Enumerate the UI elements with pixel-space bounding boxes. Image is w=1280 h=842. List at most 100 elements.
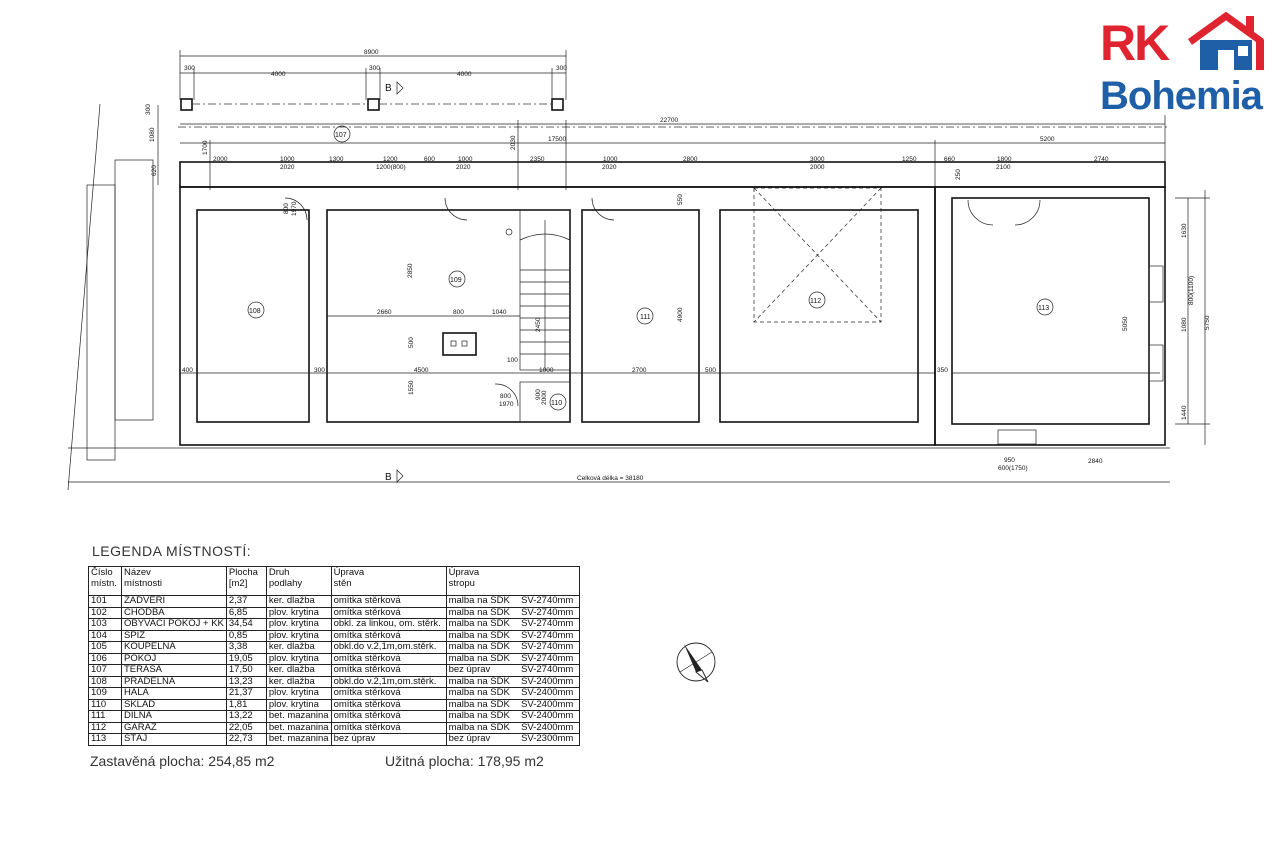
svg-text:4000: 4000 [271,71,286,78]
staircase [505,209,571,371]
table-cell: SV-2740mm [519,652,580,665]
table-cell: SV-2740mm [519,618,580,631]
table-cell: 13,22 [225,710,267,723]
svg-text:2020: 2020 [456,164,471,171]
right-dimensions [1175,190,1210,445]
table-cell: malba na SDK [445,629,520,642]
svg-text:113: 113 [1038,305,1049,312]
svg-text:350: 350 [937,367,948,374]
table-cell: 3,38 [225,641,267,654]
table-cell: malba na SDK [445,698,520,711]
svg-text:107: 107 [335,132,347,139]
table-cell: CHODBA [121,606,227,619]
section-marks: B B [385,81,404,483]
svg-text:17500: 17500 [548,136,566,143]
svg-text:300: 300 [184,65,195,72]
table-cell: GARÁŽ [121,721,227,734]
svg-text:B: B [385,83,392,94]
svg-text:111: 111 [640,314,651,321]
table-cell: omítka stěrková [330,629,447,642]
table-cell: SV-2400mm [519,687,580,700]
table-cell: bez úprav [330,733,447,746]
table-cell: 102 [88,606,122,619]
table-cell: SV-2740mm [519,664,580,677]
rk-bohemia-logo: RK Bohemia [1098,12,1274,122]
table-cell: 109 [88,687,122,700]
svg-text:800(1100): 800(1100) [1188,276,1195,305]
table-cell: malba na SDK [445,618,520,631]
svg-text:2000: 2000 [541,390,548,405]
table-cell: bez úprav [445,664,520,677]
svg-text:1550: 1550 [408,380,415,395]
table-cell: POKOJ [121,652,227,665]
table-cell: TERASA [121,664,227,677]
table-cell: ker. dlažba [265,641,332,654]
table-cell: SV-2740mm [519,641,580,654]
table-cell: 19,05 [225,652,267,665]
svg-text:2450: 2450 [535,317,542,332]
svg-text:800: 800 [283,203,290,214]
table-cell: 101 [88,595,122,608]
svg-text:1080: 1080 [149,127,156,142]
svg-text:1970: 1970 [499,401,514,408]
svg-text:500: 500 [408,337,415,348]
svg-text:400: 400 [182,367,193,374]
floor-plan: B B 8900 300 4000 300 4000 300 22700 175… [67,49,1211,491]
svg-text:1250: 1250 [902,156,917,163]
garage-opening [753,187,882,323]
svg-text:100: 100 [507,357,518,364]
svg-text:B: B [385,472,392,483]
svg-text:1200(800): 1200(800) [376,164,406,171]
svg-text:4000: 4000 [457,71,472,78]
svg-text:3000: 3000 [810,156,825,163]
svg-text:1000: 1000 [539,367,554,374]
table-cell: obkl.do v.2,1m,om.stěrk. [330,641,447,654]
table-cell: 107 [88,664,122,677]
svg-text:2020: 2020 [602,164,617,171]
table-cell: omítka stěrková [330,664,447,677]
table-cell: DÍLNA [121,710,227,723]
svg-text:300: 300 [556,65,567,72]
svg-text:1000: 1000 [458,156,473,163]
svg-text:1630: 1630 [1181,223,1188,238]
svg-text:1200: 1200 [383,156,398,163]
table-cell: bez úprav [445,733,520,746]
svg-text:110: 110 [551,400,562,407]
svg-text:250: 250 [955,169,962,180]
svg-text:5050: 5050 [1122,316,1129,331]
table-cell: obkl. za linkou, om. stěrk. [330,618,447,631]
table-cell: KOUPELNA [121,641,227,654]
svg-text:300: 300 [145,104,152,115]
svg-text:1440: 1440 [1181,405,1188,420]
table-cell: 104 [88,629,122,642]
site-boundary [67,103,1170,491]
terrace-columns [178,98,1170,128]
svg-text:1000: 1000 [280,156,295,163]
table-cell: 112 [88,721,122,734]
svg-text:550: 550 [677,194,684,205]
table-cell: malba na SDK [445,641,520,654]
table-cell: SV-2400mm [519,710,580,723]
svg-text:660: 660 [944,156,955,163]
building-walls [179,161,1166,446]
table-cell: 6,85 [225,606,267,619]
svg-text:Celková délka = 38180: Celková délka = 38180 [577,475,644,482]
svg-text:300: 300 [314,367,325,374]
svg-text:1300: 1300 [329,156,344,163]
table-cell: SKLAD [121,698,227,711]
table-cell: SV-2400mm [519,721,580,734]
